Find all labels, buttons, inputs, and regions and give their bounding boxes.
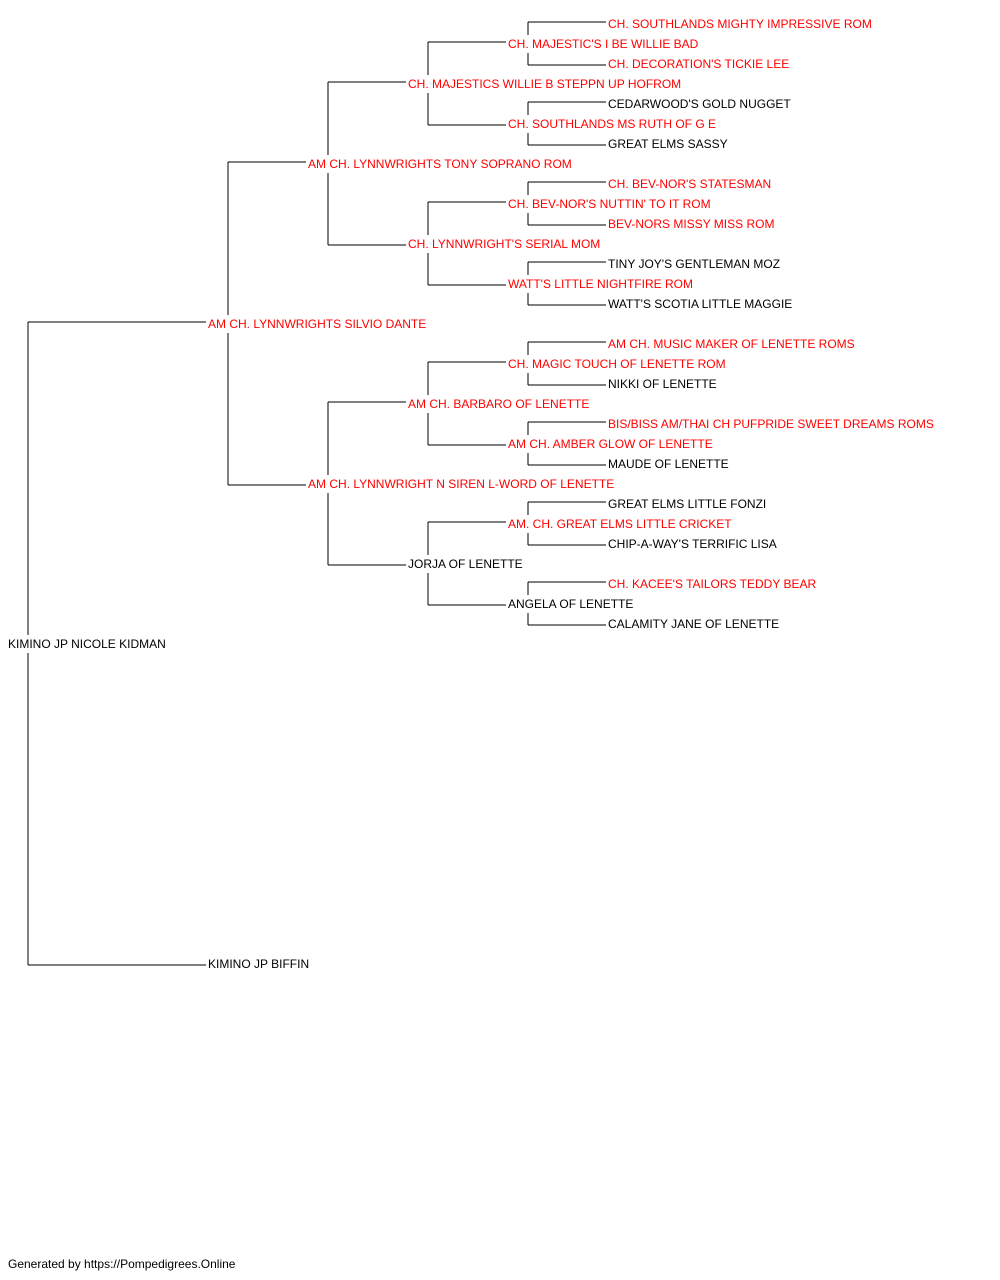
pedigree-name-ssdd: WATT'S LITTLE NIGHTFIRE ROM [508, 277, 693, 291]
pedigree-name-sssd: CH. SOUTHLANDS MS RUTH OF G E [508, 117, 716, 131]
pedigree-name-sdds: AM. CH. GREAT ELMS LITTLE CRICKET [508, 517, 732, 531]
pedigree-name-sddss: GREAT ELMS LITTLE FONZI [608, 497, 766, 511]
pedigree-name-sdsss: AM CH. MUSIC MAKER OF LENETTE ROMS [608, 337, 855, 351]
pedigree-name-subject: KIMINO JP NICOLE KIDMAN [8, 637, 166, 651]
pedigree-labels: KIMINO JP NICOLE KIDMAN AM CH. LYNNWRIGHT… [8, 17, 934, 971]
pedigree-name-ssdss: CH. BEV-NOR'S STATESMAN [608, 177, 771, 191]
pedigree-name-sdss: CH. MAGIC TOUCH OF LENETTE ROM [508, 357, 726, 371]
pedigree-name-sssdd: GREAT ELMS SASSY [608, 137, 728, 151]
footer-credit: Generated by https://Pompedigrees.Online [8, 1257, 236, 1271]
pedigree-name-ssss: CH. MAJESTIC'S I BE WILLIE BAD [508, 37, 699, 51]
pedigree-name-ssd: CH. LYNNWRIGHT'S SERIAL MOM [408, 237, 600, 251]
pedigree-name-sdsd: AM CH. AMBER GLOW OF LENETTE [508, 437, 713, 451]
pedigree-name-ssdsd: BEV-NORS MISSY MISS ROM [608, 217, 774, 231]
pedigree-name-ssddd: WATT'S SCOTIA LITTLE MAGGIE [608, 297, 792, 311]
pedigree-tree: KIMINO JP NICOLE KIDMAN AM CH. LYNNWRIGHT… [8, 17, 934, 971]
pedigree-name-sdddd: CALAMITY JANE OF LENETTE [608, 617, 779, 631]
pedigree-name-ssdds: TINY JOY'S GENTLEMAN MOZ [608, 257, 780, 271]
pedigree-name-sdd: JORJA OF LENETTE [408, 557, 523, 571]
pedigree-name-sssds: CEDARWOOD'S GOLD NUGGET [608, 97, 791, 111]
pedigree-name-sire-dam: AM CH. LYNNWRIGHT N SIREN L-WORD OF LENE… [308, 477, 614, 491]
pedigree-name-sire: AM CH. LYNNWRIGHTS SILVIO DANTE [208, 317, 426, 331]
pedigree-name-sddsd: CHIP-A-WAY'S TERRIFIC LISA [608, 537, 777, 551]
pedigree-name-sdsdd: MAUDE OF LENETTE [608, 457, 729, 471]
pedigree-name-sssss: CH. SOUTHLANDS MIGHTY IMPRESSIVE ROM [608, 17, 872, 31]
pedigree-name-sdssd: NIKKI OF LENETTE [608, 377, 717, 391]
pedigree-name-sddd: ANGELA OF LENETTE [508, 597, 633, 611]
pedigree-name-dam: KIMINO JP BIFFIN [208, 957, 309, 971]
pedigree-name-sire-sire: AM CH. LYNNWRIGHTS TONY SOPRANO ROM [308, 157, 572, 171]
pedigree-name-ssds: CH. BEV-NOR'S NUTTIN' TO IT ROM [508, 197, 711, 211]
pedigree-name-sdsds: BIS/BISS AM/THAI CH PUFPRIDE SWEET DREAM… [608, 417, 934, 431]
pedigree-connectors [27, 21, 606, 966]
pedigree-name-sds: AM CH. BARBARO OF LENETTE [408, 397, 589, 411]
pedigree-name-sss: CH. MAJESTICS WILLIE B STEPPN UP HOFROM [408, 77, 681, 91]
pedigree-name-sddds: CH. KACEE'S TAILORS TEDDY BEAR [608, 577, 816, 591]
pedigree-name-ssssd: CH. DECORATION'S TICKIE LEE [608, 57, 789, 71]
